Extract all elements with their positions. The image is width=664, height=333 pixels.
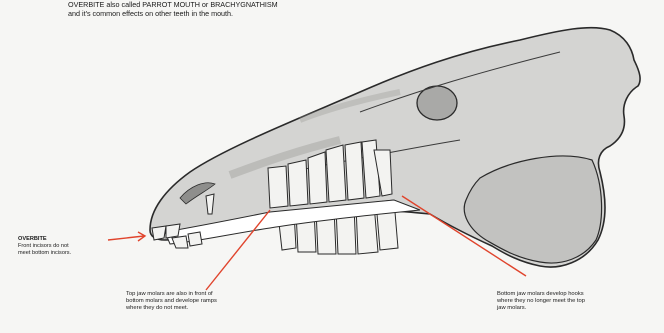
canine — [206, 194, 214, 214]
overbite-line-2: meet bottom incisors. — [18, 250, 118, 257]
upper-molar — [268, 166, 288, 208]
overbite-label: OVERBITE Front incisors do not meet bott… — [18, 236, 118, 257]
bottom-molars-label: Bottom jaw molars develop hooks where th… — [497, 291, 657, 313]
bottom-molars-line-1: Bottom jaw molars develop hooks — [497, 291, 657, 298]
upper-molar — [345, 142, 364, 200]
top-molars-line-1: Top jaw molars are also in front of — [126, 291, 286, 298]
intro-line-2: and it's common effects on other teeth i… — [68, 9, 388, 18]
top-molars-label: Top jaw molars are also in front of bott… — [126, 291, 286, 313]
upper-molar — [308, 152, 327, 204]
lower-incisor — [172, 236, 188, 248]
top-molars-line-3: where they do not meet. — [126, 305, 286, 312]
lower-incisor — [188, 232, 202, 246]
bottom-molars-line-2: where they no longer meet the top — [497, 298, 657, 305]
eye-socket — [417, 86, 457, 120]
intro-line-1: OVERBITE also called PARROT MOUTH or BRA… — [68, 0, 388, 9]
bottom-molars-line-3: jaw molars. — [497, 305, 657, 312]
top-molars-line-2: bottom molars and develope ramps — [126, 298, 286, 305]
upper-molar — [326, 145, 346, 202]
overbite-title: OVERBITE — [18, 236, 118, 243]
upper-incisor — [152, 226, 166, 240]
upper-molar — [288, 160, 308, 206]
overbite-line-1: Front incisors do not — [18, 243, 118, 250]
intro-caption: OVERBITE also called PARROT MOUTH or BRA… — [68, 0, 388, 18]
upper-incisor — [166, 224, 180, 238]
